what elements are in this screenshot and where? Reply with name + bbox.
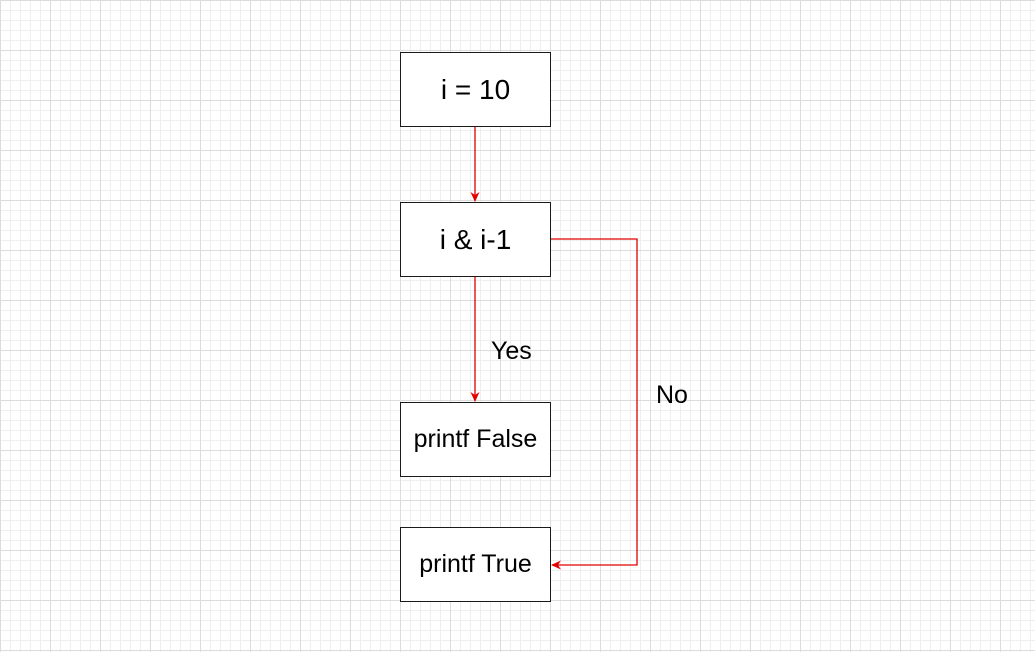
node-init: i = 10 <box>400 52 551 127</box>
node-condition-label: i & i-1 <box>439 223 512 255</box>
node-print-true-label: printf True <box>419 550 532 578</box>
node-init-label: i = 10 <box>440 73 511 105</box>
node-print-false-label: printf False <box>413 425 538 453</box>
edge-label-yes: Yes <box>491 337 532 365</box>
node-print-false: printf False <box>400 402 551 477</box>
node-condition: i & i-1 <box>400 202 551 277</box>
edge-condition-to-true <box>551 238 638 570</box>
node-print-true: printf True <box>400 527 551 602</box>
edge-label-no: No <box>656 381 688 409</box>
